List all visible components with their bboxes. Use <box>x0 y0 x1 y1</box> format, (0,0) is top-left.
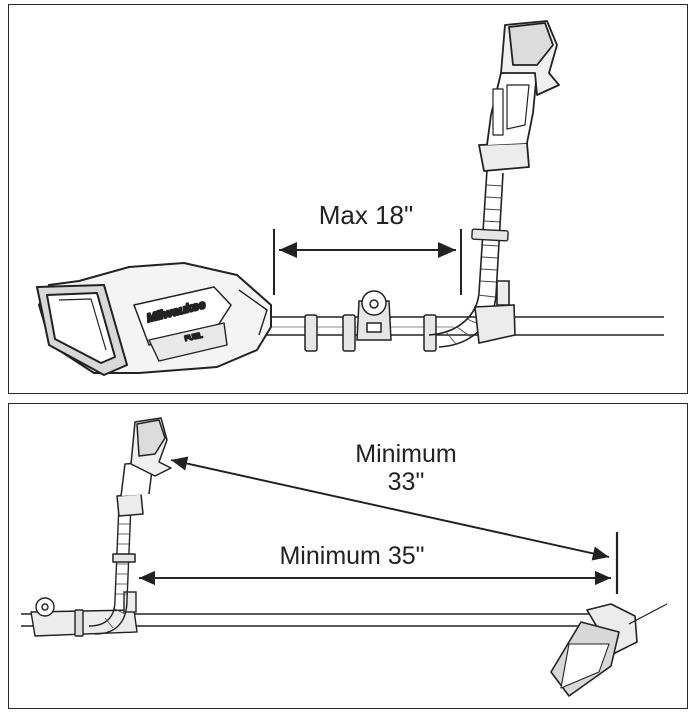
motor-housing: Milwaukee FUEL <box>36 262 272 376</box>
bottom-illustration: Minimum 33" Minimum 35" <box>21 417 668 697</box>
top-panel: Milwaukee FUEL <box>8 4 688 394</box>
bottom-handle <box>112 417 172 563</box>
handle <box>478 20 560 172</box>
top-illustration: Milwaukee FUEL <box>36 20 664 376</box>
bottom-conduit-ribs <box>104 513 131 629</box>
conduit-ribs <box>445 184 504 345</box>
bottom-conduit <box>88 503 132 635</box>
rear-mount <box>474 280 516 344</box>
minimum-33-label-line2: 33" <box>388 468 425 496</box>
max-18-label: Max 18" <box>319 200 414 230</box>
minimum-35-dimension: Minimum 35" <box>139 542 611 586</box>
bottom-panel: Minimum 33" Minimum 35" <box>8 403 688 709</box>
trimmer-head <box>550 603 668 697</box>
bottom-rear-mount <box>30 591 138 637</box>
shaft-clips <box>304 290 437 352</box>
minimum-33-dimension: Minimum 33" <box>170 440 610 561</box>
minimum-33-label-line1: Minimum <box>355 440 456 468</box>
conduit-band <box>471 228 509 242</box>
max-18-dimension: Max 18" <box>273 200 462 295</box>
minimum-35-label: Minimum 35" <box>279 542 424 570</box>
